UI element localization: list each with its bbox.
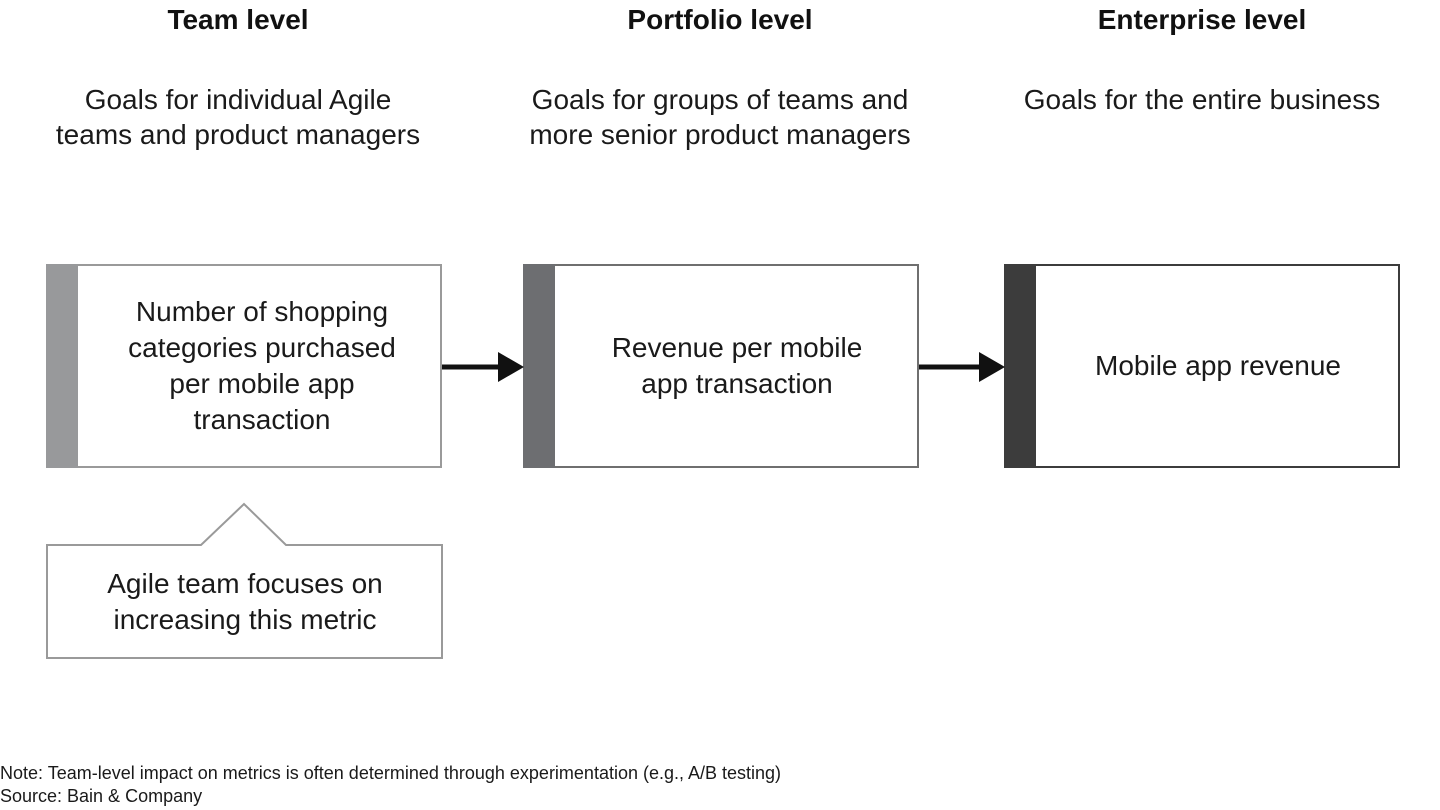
- portfolio-metric-box: Revenue per mobile app transaction: [523, 264, 919, 468]
- team-metric-text: Number of shopping categories purchased …: [128, 296, 396, 435]
- team-level-description-line1: Goals for individual Agile: [84, 84, 392, 115]
- portfolio-to-enterprise-arrow: [919, 352, 1005, 382]
- enterprise-level-description: Goals for the entire business: [972, 82, 1432, 117]
- portfolio-level-description: Goals for groups of teams and more senio…: [490, 82, 950, 152]
- enterprise-level-color-bar: [1004, 264, 1036, 468]
- enterprise-level-description-line1: Goals for the entire business: [1023, 84, 1381, 115]
- footnote-source: Source: Bain & Company: [0, 786, 203, 806]
- enterprise-level-title: Enterprise level: [1097, 4, 1307, 35]
- team-level-color-bar: [46, 264, 78, 468]
- team-to-portfolio-arrow: [442, 352, 524, 382]
- callout-bubble: [46, 502, 443, 659]
- team-metric-box: Number of shopping categories purchased …: [46, 264, 442, 468]
- portfolio-level-description-line2: more senior product managers: [529, 119, 911, 150]
- portfolio-level-color-bar: [523, 264, 555, 468]
- callout-text: Agile team focuses on increasing this me…: [46, 546, 444, 658]
- portfolio-level-description-line1: Goals for groups of teams and: [531, 84, 909, 115]
- portfolio-level-title: Portfolio level: [627, 4, 813, 35]
- team-level-description-line2: teams and product managers: [55, 119, 421, 150]
- enterprise-metric-text: Mobile app revenue: [1095, 350, 1341, 381]
- enterprise-metric-box: Mobile app revenue: [1004, 264, 1400, 468]
- callout-label: Agile team focuses on increasing this me…: [107, 568, 383, 635]
- footnote-note: Note: Team-level impact on metrics is of…: [0, 763, 782, 783]
- team-level-description: Goals for individual Agile teams and pro…: [8, 82, 468, 152]
- portfolio-metric-text: Revenue per mobile app transaction: [611, 332, 863, 399]
- team-level-title: Team level: [167, 4, 309, 35]
